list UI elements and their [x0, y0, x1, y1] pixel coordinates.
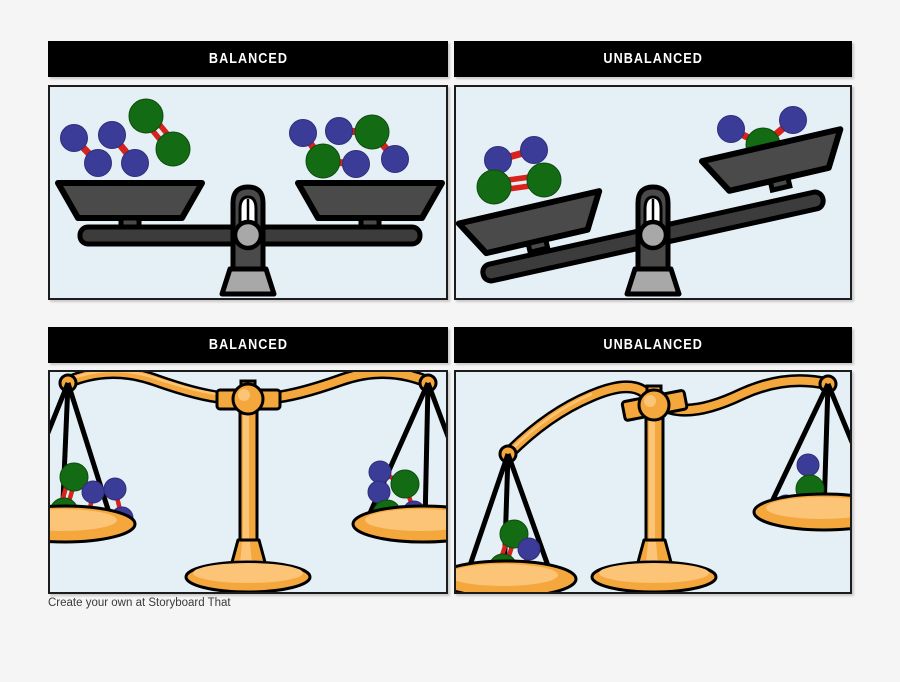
- left-pan: [456, 188, 603, 257]
- right-pan-dish: [351, 504, 446, 544]
- beam-balance-unbalanced: [456, 106, 844, 297]
- panel-top-right-title: UNBALANCED: [603, 51, 703, 67]
- balance-pivot: [637, 219, 669, 251]
- hanging-scale-unbalanced: [456, 374, 850, 592]
- right-pan-assembly: [752, 382, 850, 532]
- right-pan-molecules: [289, 114, 409, 179]
- panel-bottom-right-title: UNBALANCED: [603, 337, 703, 353]
- right-pan-assembly: [351, 381, 446, 544]
- molecule-blue-blue-1: [484, 136, 548, 174]
- left-pan-dish: [50, 504, 137, 544]
- panel-bottom-left-body: [48, 370, 448, 594]
- panel-top-right-body: [454, 85, 852, 300]
- scale-post: [238, 392, 259, 551]
- balance-base: [624, 266, 682, 297]
- scale-base: [184, 538, 312, 592]
- molecule-green-green-double: [128, 98, 191, 167]
- molecule-blue-green-blue-2: [325, 114, 409, 173]
- hanging-scale-balanced: [50, 372, 446, 592]
- scale-hub: [215, 379, 282, 416]
- right-pan: [295, 180, 445, 230]
- molecule-blue-blue-1: [60, 124, 112, 177]
- panel-top-left-title: BALANCED: [208, 51, 288, 67]
- balance-base: [219, 266, 277, 297]
- right-pan: [698, 126, 844, 194]
- panel-bottom-right-header: UNBALANCED: [454, 327, 852, 363]
- panel-top-left-header: BALANCED: [48, 41, 448, 77]
- left-pan-dish: [456, 559, 578, 592]
- scale-hub: [620, 384, 689, 422]
- scale-base: [590, 538, 718, 592]
- panel-top-right-header: UNBALANCED: [454, 41, 852, 77]
- left-pan-molecules: [60, 98, 191, 177]
- credit-text: Create your own at Storyboard That: [48, 597, 231, 609]
- right-pan-dish: [752, 492, 850, 532]
- panel-top-left-body: [48, 85, 448, 300]
- molecule-blue-green-blue-1: [289, 119, 370, 179]
- beam-balance-balanced: [55, 98, 445, 297]
- panel-bottom-right-body: [454, 370, 852, 594]
- panel-bottom-left-header: BALANCED: [48, 327, 448, 363]
- left-pan-molecules: [476, 136, 562, 205]
- left-pan: [55, 180, 205, 230]
- panel-bottom-left-title: BALANCED: [208, 337, 288, 353]
- molecule-green-green-double: [476, 162, 562, 205]
- molecule-blue-blue-2: [98, 121, 149, 177]
- left-pan-assembly: [456, 453, 578, 592]
- balance-pivot: [232, 219, 264, 251]
- left-pan-assembly: [50, 382, 137, 544]
- scale-post: [644, 402, 665, 551]
